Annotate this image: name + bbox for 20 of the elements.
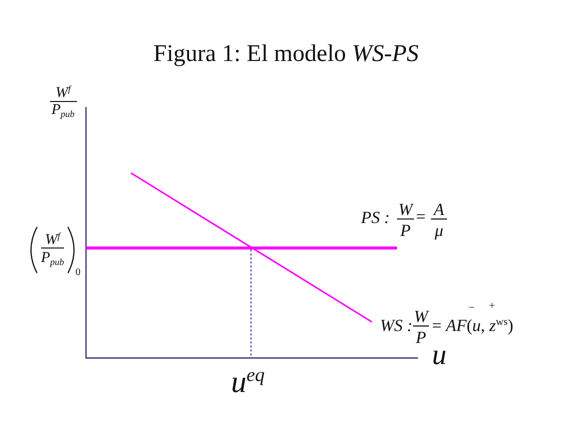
x-axis-label: u bbox=[432, 341, 446, 370]
chart-title: Figura 1: El modelo WS-PS bbox=[153, 42, 419, 66]
axis-value-label: u$^{eq}$ bbox=[231, 366, 265, 397]
fraction-numerator: W bbox=[414, 308, 428, 325]
fraction-denominator: P bbox=[416, 329, 426, 346]
fraction-numerator: W bbox=[398, 201, 413, 218]
equals-sign: = bbox=[416, 208, 426, 225]
fraction-denominator: P$_{pub}$ bbox=[40, 251, 64, 266]
fraction-denominator: P bbox=[400, 222, 411, 239]
fraction-numerator: A bbox=[434, 201, 444, 218]
equation-text: = AF(u, z$^{ws}$) bbox=[432, 317, 514, 335]
fraction-numerator: W$^{f}$ bbox=[55, 86, 71, 101]
fraction-denominator: μ bbox=[434, 222, 444, 239]
curve-label: WS : bbox=[380, 317, 413, 334]
curve-label: PS : bbox=[361, 209, 390, 226]
fraction-denominator: P$_{pub}$ bbox=[51, 103, 75, 118]
sign-mark: + bbox=[488, 301, 496, 312]
fraction-numerator: W$^{f}$ bbox=[44, 233, 60, 248]
subscript-label: 0 bbox=[76, 268, 80, 278]
sign-mark: − bbox=[468, 303, 475, 314]
